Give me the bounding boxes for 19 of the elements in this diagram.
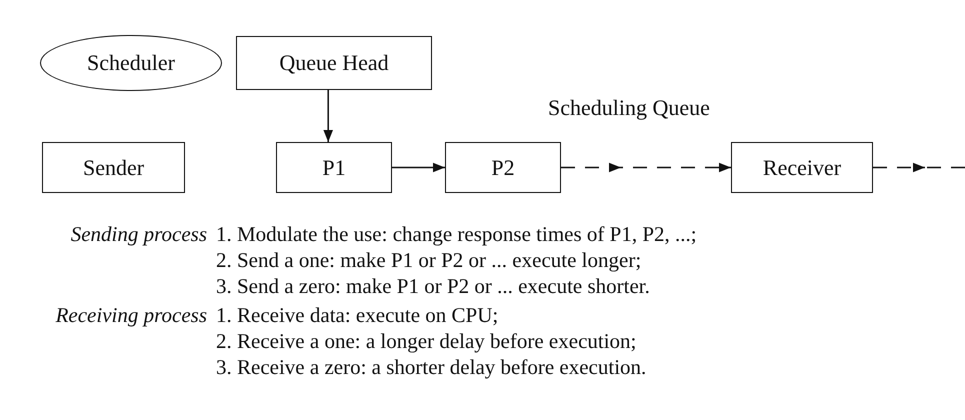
arrow xyxy=(873,162,925,172)
row-heading: Receiving process xyxy=(56,302,207,328)
arrow xyxy=(561,162,731,172)
list-item: 2. Send a one: make P1 or P2 or ... execute longer; xyxy=(216,247,642,273)
list-item: 3. Receive a zero: a shorter delay before execution. xyxy=(216,354,646,380)
process-box: P1 xyxy=(276,142,392,193)
row-heading: Sending process xyxy=(70,221,207,247)
process-box: P2 xyxy=(445,142,561,193)
section-title: Scheduling Queue xyxy=(548,95,710,121)
arrow xyxy=(392,162,445,172)
list-item: 2. Receive a one: a longer delay before execution; xyxy=(216,328,636,354)
queue-head-box: Queue Head xyxy=(236,36,432,90)
list-item: 1. Modulate the use: change response times of P1, P2, ...; xyxy=(216,221,697,247)
process-box: Sender xyxy=(42,142,185,193)
scheduler-oval: Scheduler xyxy=(40,35,222,91)
list-item: 1. Receive data: execute on CPU; xyxy=(216,302,498,328)
arrow xyxy=(323,90,333,142)
process-box: Receiver xyxy=(731,142,873,193)
list-item: 3. Send a zero: make P1 or P2 or ... execute shorter. xyxy=(216,273,650,299)
